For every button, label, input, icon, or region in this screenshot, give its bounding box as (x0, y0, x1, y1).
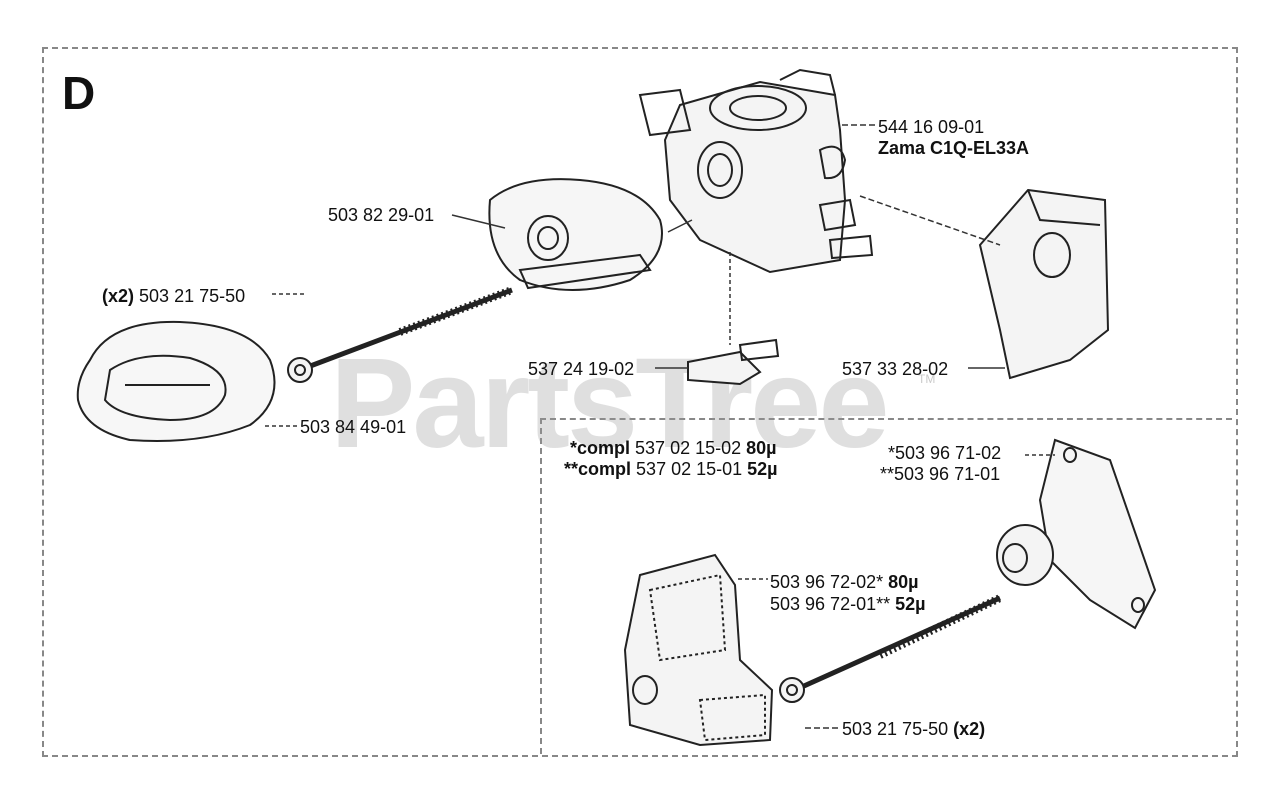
bracket-label-a: *503 96 71-02 (888, 443, 1002, 463)
watermark: PartsTree (330, 332, 889, 475)
optional-kit-frame (540, 418, 1232, 754)
compl-a-prefix: *compl (570, 438, 631, 458)
filter-holder-label: 503 82 29-01 (328, 205, 435, 225)
bolt-lower-qty: (x2) (953, 719, 986, 739)
bolt-upper-qty: (x2) (102, 286, 135, 306)
carb-part-label: 544 16 09-01 (878, 117, 985, 137)
spacer-label: 537 24 19-02 (528, 359, 635, 379)
filter-cover-b-number: 503 96 72-01** (770, 594, 891, 614)
bracket-drawing (996, 438, 1157, 630)
carb-model-label: Zama C1Q-EL33A (878, 138, 1030, 158)
filter-holder-drawing (488, 178, 663, 291)
filter-cover-b-micron: 52µ (895, 594, 926, 614)
carburetor-drawing (638, 68, 874, 274)
bolt-upper-number: 503 21 75-50 (139, 286, 246, 306)
filter-cover-label-b: 503 96 72-01** 52µ (770, 594, 926, 614)
insulator-drawing (978, 188, 1110, 380)
compl-b-prefix: **compl (564, 459, 632, 479)
bolt-lower-number: 503 21 75-50 (842, 719, 949, 739)
compl-b-micron: 52µ (747, 459, 778, 479)
compl-a-label: *compl 537 02 15-02 80µ (570, 438, 777, 458)
bracket-label-b: **503 96 71-01 (880, 464, 1001, 484)
insulator-label: 537 33 28-02 (842, 359, 949, 379)
filter-cover-label-a: 503 96 72-02* 80µ (770, 572, 919, 592)
compl-a-micron: 80µ (746, 438, 777, 458)
bolt-lower-drawing (779, 594, 1002, 703)
bolt-upper-label: (x2) 503 21 75-50 (102, 286, 245, 306)
compl-b-number: 537 02 15-01 (636, 459, 743, 479)
bolt-lower-label: 503 21 75-50 (x2) (842, 719, 985, 739)
diagram-frame (42, 47, 1238, 757)
filter-cover-a-micron: 80µ (888, 572, 919, 592)
filter-element-label: 503 84 49-01 (300, 417, 407, 437)
filter-cover-drawing (623, 553, 774, 747)
bolt-upper-drawing (287, 286, 514, 383)
filter-cover-a-number: 503 96 72-02* (770, 572, 884, 592)
section-letter: D (62, 67, 95, 119)
compl-b-label: **compl 537 02 15-01 52µ (564, 459, 778, 479)
compl-a-number: 537 02 15-02 (635, 438, 742, 458)
spacer-drawing (687, 338, 780, 386)
watermark-tm: TM (918, 372, 936, 386)
filter-element-drawing (76, 320, 276, 442)
